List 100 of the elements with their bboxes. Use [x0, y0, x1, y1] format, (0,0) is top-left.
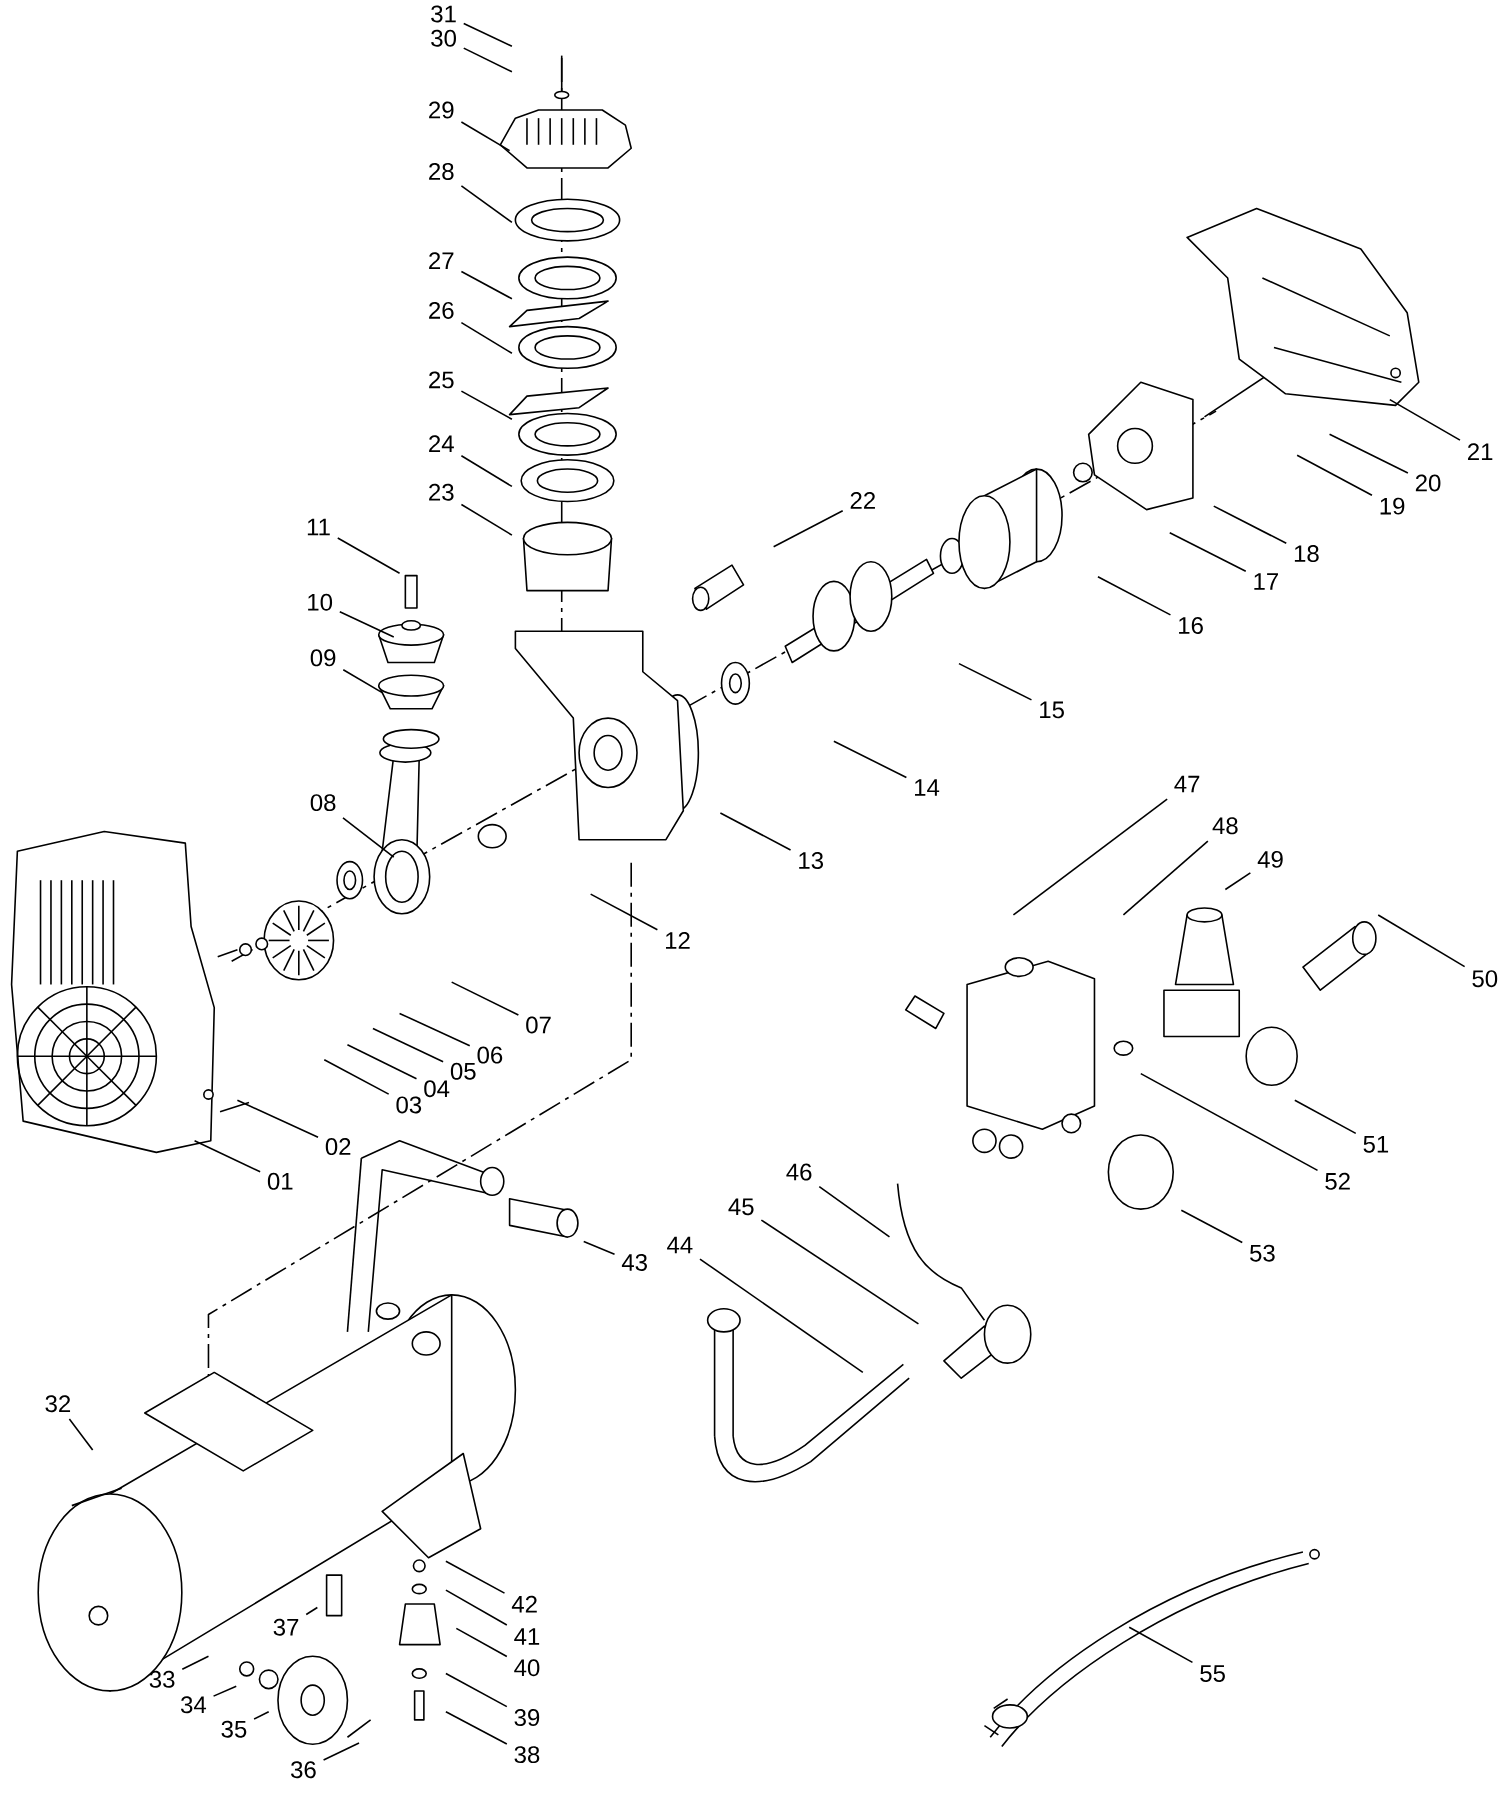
callout-number: 12: [666, 932, 690, 949]
callout-number: 07: [526, 1016, 551, 1034]
callout-number: 10: [308, 593, 333, 611]
callout-number: 49: [1257, 850, 1283, 868]
leader-line: [1296, 454, 1373, 497]
callout-number: 26: [429, 301, 454, 319]
callout-number: 18: [1295, 545, 1319, 563]
callout-number: 38: [514, 1746, 540, 1764]
leader-line: [445, 1672, 508, 1708]
callout-number: 24: [429, 435, 454, 452]
callout-number: 32: [45, 1395, 71, 1413]
callout-number: 51: [1363, 1135, 1389, 1153]
callout-number: 35: [221, 1720, 247, 1738]
leader-line: [589, 893, 659, 931]
callout-number: 44: [667, 1236, 693, 1254]
callout-number: 40: [514, 1659, 540, 1677]
leader-line: [193, 1140, 262, 1173]
leader-line: [760, 1219, 920, 1325]
leader-line: [1140, 1072, 1319, 1172]
callout-number: 11: [307, 518, 330, 536]
callout-number: 06: [477, 1046, 503, 1064]
leader-line: [339, 610, 395, 638]
callout-number: 02: [325, 1138, 351, 1156]
leader-line: [460, 321, 513, 355]
leader-line: [1097, 576, 1172, 616]
callout-number: 31: [431, 5, 456, 23]
leader-line: [372, 1027, 444, 1063]
callout-number: 01: [267, 1172, 293, 1190]
leader-line: [460, 121, 511, 152]
leader-line: [346, 1043, 418, 1080]
leader-line: [958, 662, 1033, 701]
callout-number: 25: [429, 371, 454, 389]
callout-number: 33: [149, 1670, 175, 1688]
leader-line: [1122, 840, 1209, 916]
callout-number: 16: [1179, 616, 1203, 634]
callout-number: 28: [429, 162, 454, 180]
leader-line: [460, 455, 513, 488]
callout-number: 34: [181, 1696, 207, 1714]
leader-line: [305, 1606, 319, 1616]
leader-line: [460, 390, 513, 421]
leader-line: [583, 1240, 616, 1255]
callout-number: 19: [1380, 497, 1405, 515]
callout-number: 37: [273, 1618, 299, 1636]
callout-number: 13: [799, 852, 824, 869]
leader-line: [1328, 433, 1409, 474]
leader-line: [463, 47, 513, 73]
leader-line: [1128, 1626, 1194, 1664]
callout-number: 21: [1468, 443, 1493, 461]
callout-number: 45: [728, 1198, 754, 1216]
callout-number: 05: [450, 1062, 476, 1080]
callout-number: 48: [1212, 817, 1238, 835]
leader-line: [1180, 1209, 1244, 1244]
callout-number: 20: [1415, 474, 1441, 492]
leader-line: [445, 1560, 506, 1594]
leader-line: [818, 1185, 891, 1238]
leader-line: [1012, 798, 1169, 916]
callout-number: 50: [1472, 970, 1498, 988]
callout-number: 42: [511, 1595, 537, 1613]
callout-number: 55: [1200, 1665, 1225, 1682]
leader-line: [455, 1627, 508, 1658]
callout-number: 03: [396, 1096, 422, 1114]
callout-number: 52: [1325, 1172, 1350, 1190]
leader-line: [1389, 398, 1461, 441]
callout-number: 30: [431, 29, 457, 47]
callout-number: 41: [514, 1628, 540, 1645]
callout-number: 23: [429, 483, 454, 501]
leader-line: [253, 1711, 270, 1720]
leader-line: [322, 1742, 360, 1761]
leader-line: [323, 1058, 390, 1095]
leader-line: [212, 1685, 238, 1697]
callout-number: 36: [291, 1761, 316, 1779]
leader-line: [1294, 1099, 1357, 1135]
leader-line: [460, 270, 513, 300]
leader-line: [719, 812, 792, 851]
leader-line: [236, 1099, 319, 1139]
leader-line: [460, 503, 513, 536]
leader-line: [181, 1655, 210, 1671]
callout-number: 17: [1254, 573, 1279, 590]
leader-line: [445, 1589, 508, 1626]
leader-line: [1377, 914, 1466, 968]
callout-number: 15: [1040, 701, 1065, 719]
callout-number: 04: [424, 1080, 450, 1098]
leader-line: [1224, 872, 1252, 891]
callout-number: 46: [786, 1163, 812, 1181]
callout-number: 53: [1250, 1244, 1275, 1262]
leader-line: [833, 740, 908, 779]
callout-number: 14: [915, 779, 940, 796]
callout-number: 27: [429, 252, 454, 269]
leader-line: [463, 22, 513, 48]
callout-number: 09: [310, 649, 336, 667]
callout-number: 29: [429, 101, 454, 119]
leader-line: [699, 1258, 864, 1374]
leader-line: [68, 1418, 94, 1451]
leader-line: [460, 185, 513, 224]
callout-number: 43: [622, 1253, 648, 1271]
callout-number: 47: [1174, 775, 1200, 793]
leader-line: [337, 537, 401, 575]
callout-number: 39: [514, 1709, 540, 1727]
leader-line: [398, 1012, 471, 1047]
leader-line: [445, 1711, 508, 1745]
